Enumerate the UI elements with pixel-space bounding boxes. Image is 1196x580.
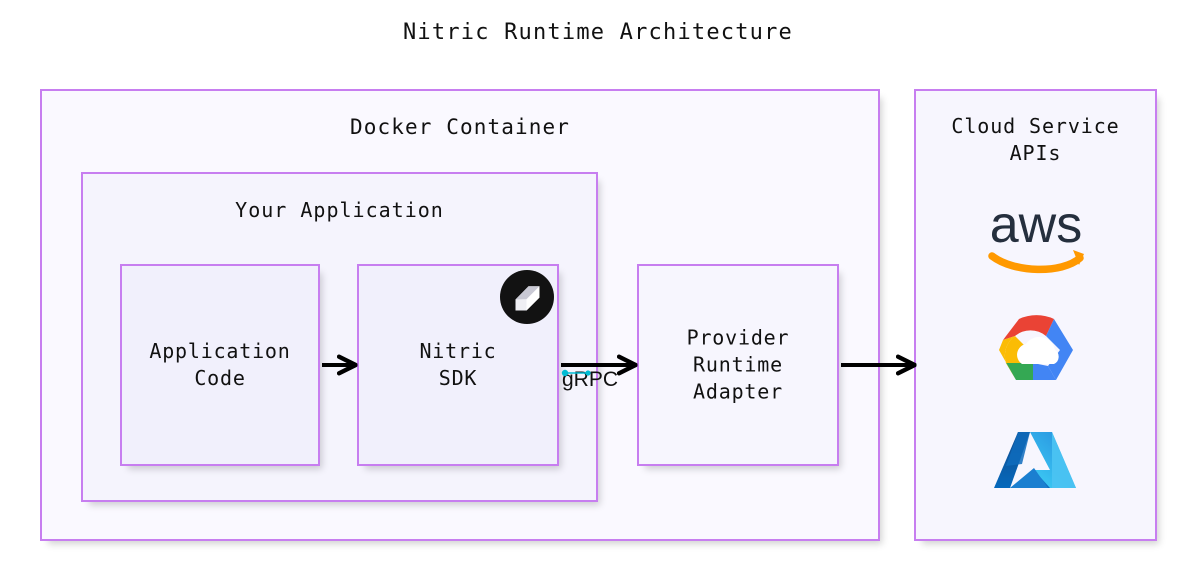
page-title: Nitric Runtime Architecture [402,20,794,45]
nitric-sdk-label: Nitric SDK [419,339,497,390]
your-application-label: Your Application [235,198,444,222]
docker-container-label: Docker Container [350,115,570,139]
grpc-edge-label: gRPC [562,368,619,391]
cloud-service-apis-group[interactable]: Cloud Service APIs [914,89,1157,541]
application-code-label: Application Code [149,339,291,390]
nitric-sdk-box[interactable]: Nitric SDK [357,264,559,466]
application-code-box[interactable]: Application Code [120,264,320,466]
provider-runtime-adapter-label: Provider Runtime Adapter [686,325,790,404]
provider-runtime-adapter-box[interactable]: Provider Runtime Adapter [637,264,839,466]
cloud-service-apis-label: Cloud Service APIs [951,114,1120,165]
